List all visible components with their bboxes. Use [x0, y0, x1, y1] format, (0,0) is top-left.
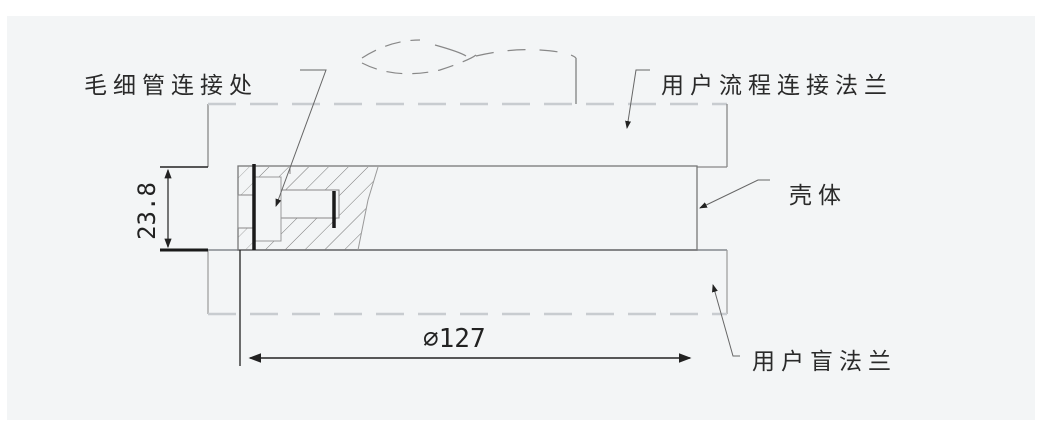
housing-label: 壳体 — [789, 183, 847, 209]
housing-body — [237, 164, 698, 251]
process-flange-label: 用户流程连接法兰 — [661, 73, 893, 99]
thickness-dimension — [160, 166, 208, 252]
leader-lines — [275, 69, 770, 357]
diameter-value: ∅127 — [423, 324, 486, 354]
capillary-connection-label: 毛细管连接处 — [84, 73, 258, 99]
drawing-panel — [7, 16, 1035, 420]
blind-flange-outline — [207, 249, 728, 316]
thickness-value: 23.8 — [132, 182, 161, 240]
blind-flange-label: 用户盲法兰 — [752, 349, 897, 375]
diameter-dimension — [239, 250, 692, 366]
process-flange-outline — [207, 39, 728, 168]
